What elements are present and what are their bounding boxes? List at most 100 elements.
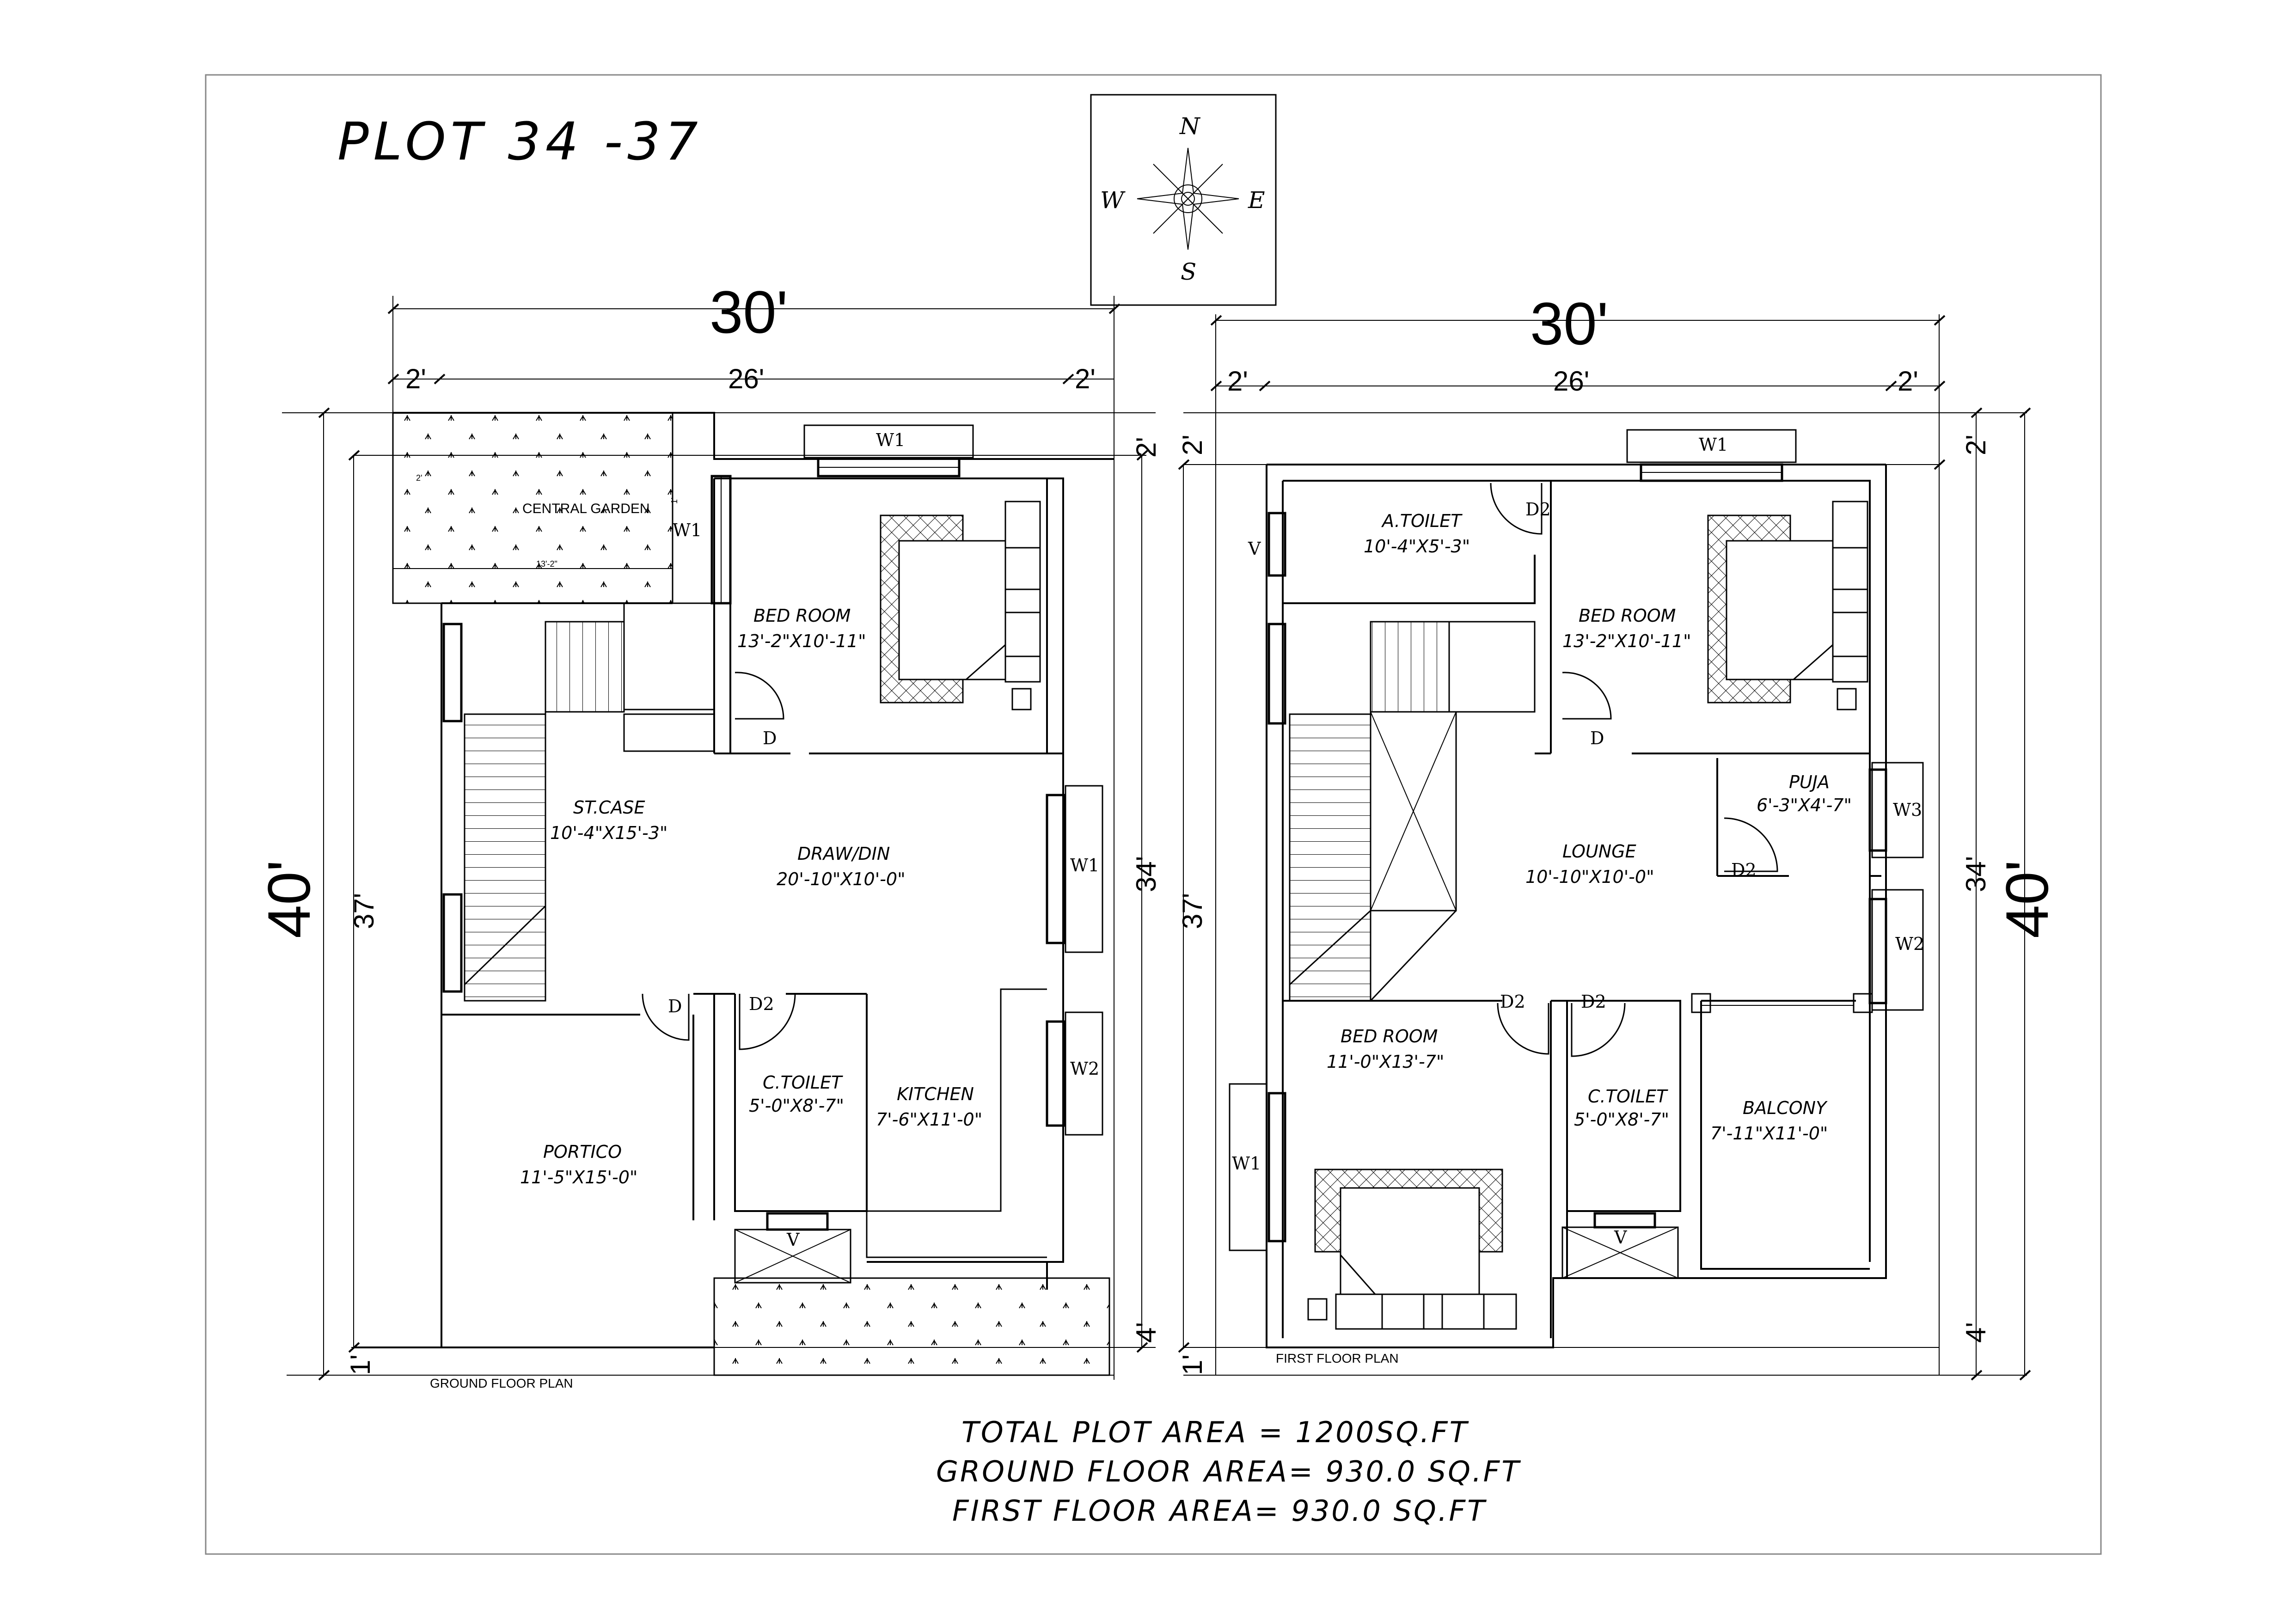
gf-front-garden xyxy=(713,1277,1110,1376)
area-summary: TOTAL PLOT AREA = 1200SQ.FT GROUND FLOOR… xyxy=(936,1415,1521,1528)
gf-portico-size: 11'-5"X15'-0" xyxy=(520,1167,637,1187)
ff-puja-name: PUJA xyxy=(1789,772,1830,792)
gf-draw-size: 20'-10"X10'-0" xyxy=(777,869,906,889)
gf-kitchen: KITCHEN 7'-6"X11'-0" xyxy=(866,988,1047,1258)
ff-tag-v-top: V xyxy=(1248,539,1261,559)
gf-dim-bottom-right: 4' xyxy=(1131,1322,1162,1343)
ff-dim-inner: 26' xyxy=(1553,366,1589,397)
gf-garden-dim-c: 1' xyxy=(670,498,679,504)
gf-toilet-name: C.TOILET xyxy=(763,1072,843,1093)
gf-dim-top: 2' xyxy=(1131,437,1162,458)
ff-caption: FIRST FLOOR PLAN xyxy=(1276,1351,1399,1365)
ff-bed-room-2: D2 W1 BED ROOM 11'-0"X13'-7" xyxy=(1229,992,1568,1338)
ff-balcony-name: BALCONY xyxy=(1743,1098,1828,1118)
ff-dim-bottom-left: 1' xyxy=(1177,1354,1208,1375)
compass-e: E xyxy=(1248,187,1265,214)
gf-dim-width: 30' xyxy=(710,278,788,346)
ff-dim-left-depth: 37' xyxy=(1177,893,1208,929)
ff-dim-top-right: 2' xyxy=(1960,435,1991,455)
gf-dim-bottom-left: 1' xyxy=(345,1354,376,1375)
ff-atoilet-size: 10'-4"X5'-3" xyxy=(1364,536,1470,557)
ff-bed2-size: 11'-0"X13'-7" xyxy=(1327,1052,1444,1072)
ff-atoilet-name: A.TOILET xyxy=(1381,511,1463,531)
sheet-border xyxy=(205,74,2102,1555)
ff-tag-w3: W3 xyxy=(1893,800,1922,820)
gf-tag-w1-top: W1 xyxy=(876,430,905,450)
ff-dim-depth: 40' xyxy=(1993,860,2061,938)
ff-dim-right-depth: 34' xyxy=(1960,856,1991,892)
ff-bed1-name: BED ROOM xyxy=(1579,606,1676,626)
gf-toilet-size: 5'-0"X8'-7" xyxy=(749,1096,844,1116)
ff-tag-d2-atoilet: D2 xyxy=(1525,499,1551,520)
gf-dim-left-depth: 37' xyxy=(349,893,380,929)
ff-bed2-name: BED ROOM xyxy=(1341,1026,1438,1047)
gf-bed-room-name: BED ROOM xyxy=(753,606,851,626)
compass-n: N xyxy=(1179,113,1201,140)
ff-tag-d-bed: D xyxy=(1590,728,1604,748)
ff-balcony: BALCONY 7'-11"X11'-0" xyxy=(1691,993,1873,1270)
gf-c-toilet: D2 V C.TOILET 5'-0"X8'-7" xyxy=(734,993,868,1284)
compass-w: W xyxy=(1100,187,1126,214)
gf-tag-w1-left: W1 xyxy=(673,520,702,540)
gf-dim-side-right: 2' xyxy=(1075,363,1096,394)
gf-stair-name: ST.CASE xyxy=(573,797,645,818)
ff-toilet-size: 5'-0"X8'-7" xyxy=(1574,1109,1669,1130)
ff-dim-bottom-right: 4' xyxy=(1960,1322,1991,1343)
ff-a-toilet: D2 V A.TOILET 10'-4"X5'-3" xyxy=(1248,481,1552,753)
ff-puja-size: 6'-3"X4'-7" xyxy=(1757,795,1852,815)
ff-balcony-size: 7'-11"X11'-0" xyxy=(1710,1123,1828,1144)
gf-tag-w1-right: W1 xyxy=(1070,855,1099,875)
ff-bed1-size: 13'-2"X10'-11" xyxy=(1562,631,1691,651)
gf-tag-d2: D2 xyxy=(749,994,774,1014)
ff-dim-top-left: 2' xyxy=(1177,435,1208,455)
ff-lounge-size: 10'-10"X10'-0" xyxy=(1525,867,1654,887)
ff-dim-side-left: 2' xyxy=(1227,366,1248,397)
gf-kitchen-name: KITCHEN xyxy=(897,1084,974,1104)
ff-dim-side-right: 2' xyxy=(1898,366,1918,397)
ff-toilet-name: C.TOILET xyxy=(1588,1086,1668,1107)
gf-dim-side-left: 2' xyxy=(405,363,426,394)
ff-tag-v-bottom: V xyxy=(1614,1227,1627,1248)
ff-tag-w1-left: W1 xyxy=(1232,1153,1261,1174)
gf-stair-size: 10'-4"X15'-3" xyxy=(550,823,667,843)
total-plot-area: TOTAL PLOT AREA = 1200SQ.FT xyxy=(961,1415,1469,1449)
ground-floor-area: GROUND FLOOR AREA= 930.0 SQ.FT xyxy=(936,1455,1521,1488)
gf-bed-room: BED ROOM 13'-2"X10'-11" xyxy=(737,501,1041,710)
ff-lounge-name: LOUNGE xyxy=(1562,841,1636,862)
gf-central-garden xyxy=(392,412,673,604)
gf-staircase: ST.CASE 10'-4"X15'-3" xyxy=(464,602,715,1002)
ff-window-w2 xyxy=(1871,889,1924,1011)
ground-floor-plan: 30' 26' 2' 2' 40' 37' 34' 2' 4' 1' CENTR… xyxy=(255,278,1162,1390)
gf-tag-w2: W2 xyxy=(1070,1059,1099,1079)
first-floor-plan: 30' 26' 2' 2' 40' 37' 34' 2' 2' 4' 1' D2… xyxy=(1177,290,2061,1381)
gf-dim-right-depth: 34' xyxy=(1131,856,1162,892)
gf-tag-v: V xyxy=(786,1230,800,1250)
first-floor-area: FIRST FLOOR AREA= 930.0 SQ.FT xyxy=(952,1494,1487,1528)
gf-dim-inner: 26' xyxy=(728,363,764,394)
ff-bed-room-1: D BED ROOM 13'-2"X10'-11" xyxy=(1562,501,1868,748)
gf-dim-depth: 40' xyxy=(255,860,323,938)
gf-draw-name: DRAW/DIN xyxy=(797,844,890,864)
gf-tag-d-bed: D xyxy=(763,728,777,748)
ff-tag-w2: W2 xyxy=(1895,934,1924,954)
ff-tag-d2-bed2: D2 xyxy=(1500,992,1525,1012)
plot-title: PLOT 34 -37 xyxy=(337,112,703,172)
gf-kitchen-size: 7'-6"X11'-0" xyxy=(876,1109,982,1130)
gf-caption: GROUND FLOOR PLAN xyxy=(430,1376,573,1390)
gf-tag-d-draw: D xyxy=(668,996,682,1016)
ff-tag-w1-top: W1 xyxy=(1699,435,1728,455)
gf-garden-label: CENTRAL GARDEN xyxy=(522,501,650,516)
compass-rose-icon: N S W E xyxy=(1090,94,1277,306)
compass-s: S xyxy=(1181,258,1196,285)
ff-puja: D2 W3 PUJA 6'-3"X4'-7" xyxy=(1716,758,1924,880)
gf-garden-dim-b: 13'-2" xyxy=(536,559,557,569)
gf-portico-name: PORTICO xyxy=(543,1142,622,1162)
gf-garden-dim-a: 2' xyxy=(416,473,422,483)
ff-dim-width: 30' xyxy=(1530,290,1608,357)
ff-window-w1-top xyxy=(1626,429,1797,463)
gf-dimensions: 30' 26' 2' 2' 40' 37' 34' 2' 4' 1' xyxy=(255,278,1162,1381)
ff-staircase xyxy=(1267,621,1536,1002)
ff-tag-d2-toilet: D2 xyxy=(1581,992,1606,1012)
ff-tag-d2-puja: D2 xyxy=(1731,860,1757,880)
